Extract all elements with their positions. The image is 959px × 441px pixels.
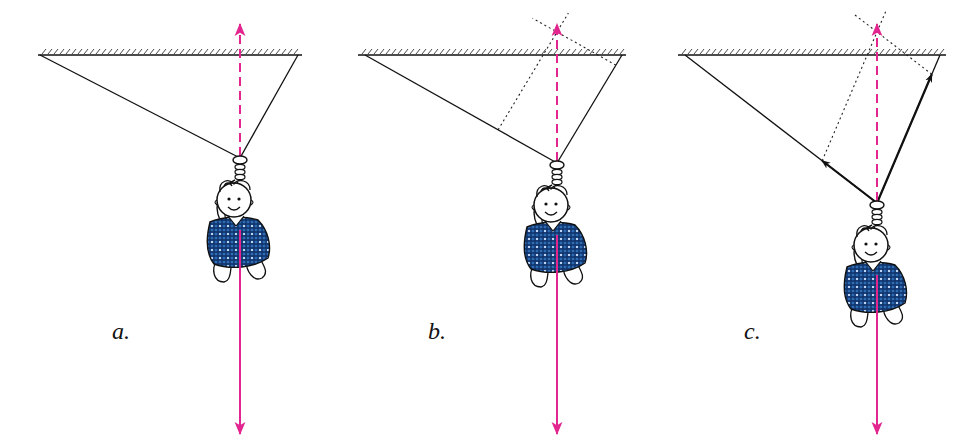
ceiling-hatching	[682, 49, 944, 54]
weight-vector	[876, 275, 878, 434]
weight-vector	[556, 235, 558, 434]
panel-label: a.	[112, 318, 130, 345]
ceiling-line	[38, 54, 302, 56]
ceiling-line	[678, 54, 946, 56]
right-rope	[877, 55, 940, 203]
resultant-vector	[556, 24, 558, 161]
child-figure	[844, 201, 906, 327]
right-rope	[557, 55, 622, 163]
resultant-vector	[239, 24, 241, 156]
left-rope	[685, 55, 877, 203]
parallelogram-dotted-line	[533, 18, 616, 65]
child-figure	[524, 161, 586, 287]
left-rope	[40, 55, 240, 158]
child-figure	[207, 156, 269, 282]
panel-a	[38, 24, 302, 434]
left-rope	[365, 55, 557, 163]
panel-b	[358, 13, 626, 434]
tension-vector	[877, 74, 932, 203]
panel-label: b.	[428, 318, 446, 345]
ceiling-hatching	[42, 49, 298, 54]
panel-label: c.	[744, 318, 761, 345]
resultant-vector	[876, 24, 878, 201]
parallelogram-dotted-line	[855, 15, 932, 74]
right-rope	[240, 55, 298, 158]
ceiling-line	[358, 54, 626, 56]
weight-vector	[239, 230, 241, 434]
tension-vector	[822, 161, 877, 203]
ceiling-hatching	[362, 49, 624, 54]
panel-c	[678, 12, 946, 434]
